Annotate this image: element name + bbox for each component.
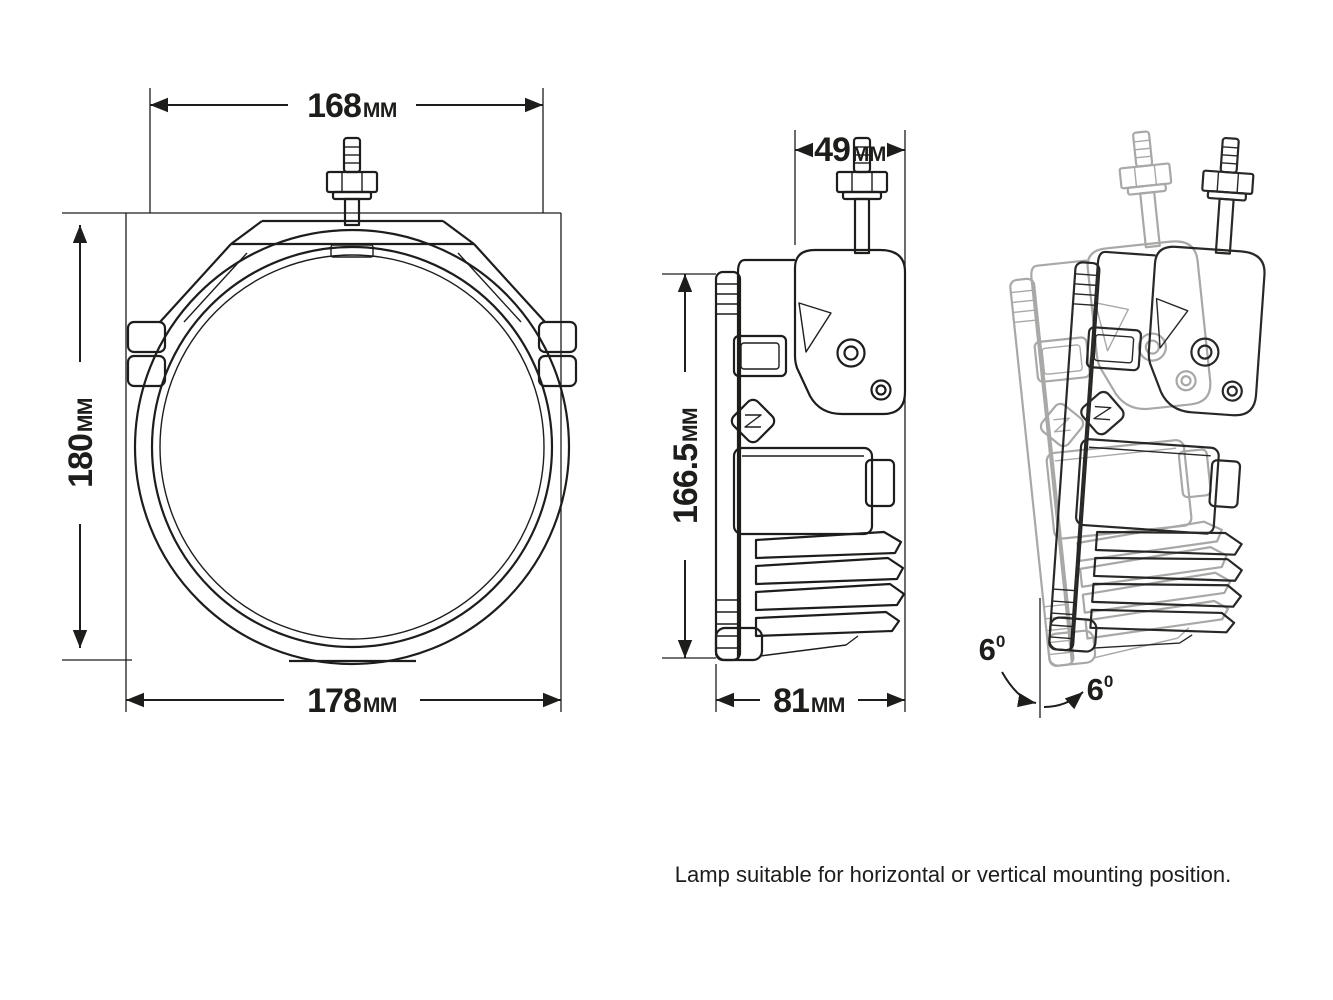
front-view: 168MM 180MM 178MM [62,87,578,720]
mounting-bolt-icon [835,136,889,255]
lazer-logo-icon [730,398,776,444]
tilt-angle-left: 60 [979,632,1006,667]
dim-front-top-width: 168MM [307,87,397,125]
dim-side-height: 166.5MM [667,408,705,524]
mounting-caption: Lamp suitable for horizontal or vertical… [675,862,1231,887]
side-tab-left [126,320,167,388]
side-tab-right [537,320,578,388]
connector-block [732,334,788,378]
dim-side-top-width: 49MM [814,131,886,169]
dim-front-bottom-width: 178MM [307,682,397,720]
front-dimensions: 168MM 180MM 178MM [62,87,561,720]
tilt-view: 60 60 [979,126,1275,718]
side-dimensions: 49MM 166.5MM 81MM [662,130,906,720]
dim-side-bottom-width: 81MM [773,682,845,720]
mounting-bracket [159,219,546,323]
dim-front-height: 180MM [62,398,100,488]
cooling-fins [714,530,906,662]
front-extension-lines [62,88,562,712]
lamp-side-outline [714,136,907,662]
lamp-front-outline [126,136,578,666]
mounting-bolt-icon [325,136,379,227]
mid-body [732,446,896,536]
pivot-head [793,248,907,416]
tilt-angle-right: 60 [1087,672,1114,707]
tilt-angle-annotation: 60 60 [979,598,1114,718]
